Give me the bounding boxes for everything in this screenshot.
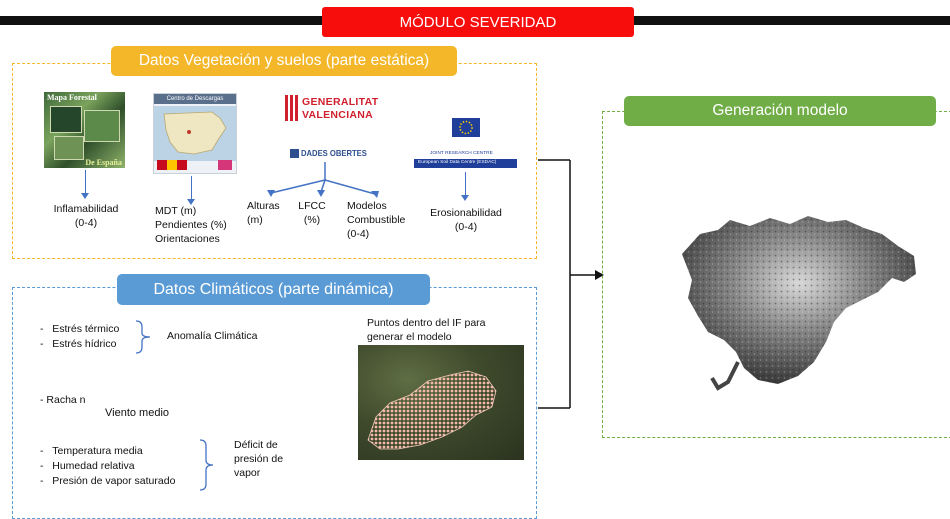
centro-descargas-logo-right <box>218 160 232 170</box>
bullet-presion-vapor: - Presión de vapor saturado <box>40 475 176 487</box>
mapa-forestal-photo-2 <box>84 110 120 142</box>
bullet-racha: - Racha n <box>40 394 86 406</box>
fire-points-satellite-image <box>358 345 524 460</box>
bullet-temperatura-media: - Temperatura media <box>40 445 143 457</box>
result-anomalia-climatica: Anomalía Climática <box>167 330 258 342</box>
result-viento-medio: Viento medio <box>105 407 170 419</box>
module-title: MÓDULO SEVERIDAD <box>322 7 634 37</box>
dades-obertes-label: DADES OBERTES <box>301 148 367 158</box>
arrow-to-mdt <box>187 176 195 205</box>
label-erosionabilidad-l1: Erosionabilidad <box>430 207 502 219</box>
label-inflamabilidad-l2: (0-4) <box>74 217 98 229</box>
jrc-logo: JOINT RESEARCH CENTRE European Soil Data… <box>414 113 517 171</box>
jrc-text2: European Soil Data Centre (ESDAC) <box>418 160 497 165</box>
label-alturas-l2: (m) <box>247 214 263 226</box>
dades-branch-arrows <box>267 162 379 198</box>
label-modelos-l1: Modelos <box>347 200 387 212</box>
label-lfcc-l2: (%) <box>303 214 321 226</box>
centro-descargas-thumbnail: Centro de Descargas <box>153 93 237 174</box>
mapa-forestal-thumbnail: Mapa Forestal De España <box>44 92 125 168</box>
label-modelos: Modelos Combustible (0-4) <box>347 199 405 241</box>
label-lfcc: LFCC (%) <box>298 199 326 227</box>
mapa-forestal-photo-3 <box>54 136 84 160</box>
mapa-forestal-photo-1 <box>50 106 82 133</box>
bullet-humedad-relativa: - Humedad relativa <box>40 460 135 472</box>
label-mdt-l3: Orientaciones <box>155 233 220 245</box>
brace-group3 <box>199 439 214 491</box>
dades-obertes-icon <box>290 149 299 158</box>
label-modelos-l3: (0-4) <box>347 228 370 240</box>
mapa-forestal-title: Mapa Forestal <box>47 93 97 102</box>
bullet-estres-hidrico: - Estrés hídrico <box>40 338 117 350</box>
header-bar-left <box>0 16 322 25</box>
jrc-text1: JOINT RESEARCH CENTRE <box>430 151 493 156</box>
header-bar-right <box>634 16 950 25</box>
points-caption-l2: generar el modelo <box>367 331 452 343</box>
label-alturas-l1: Alturas <box>247 200 280 212</box>
label-inflamabilidad: Inflamabilidad (0-4) <box>48 202 124 230</box>
label-mdt-l1: MDT (m) <box>155 205 197 217</box>
centro-descargas-header: Centro de Descargas <box>154 94 236 104</box>
arrow-to-inflamabilidad <box>81 170 89 199</box>
eu-stars-icon <box>459 120 473 135</box>
generalitat-line2: VALENCIANA <box>302 109 374 121</box>
brace-group1 <box>135 320 151 354</box>
eu-flag-icon <box>452 118 480 137</box>
bullet-presion-vapor-text: Presión de vapor saturado <box>52 475 176 487</box>
points-caption: Puntos dentro del IF para generar el mod… <box>367 316 486 344</box>
label-mdt-l2: Pendientes (%) <box>155 219 227 231</box>
result-deficit-l2: presión de <box>234 453 284 465</box>
label-inflamabilidad-l1: Inflamabilidad <box>53 203 119 215</box>
dynamic-data-title: Datos Climáticos (parte dinámica) <box>117 274 430 305</box>
label-lfcc-l1: LFCC <box>298 200 326 212</box>
fire-points-overlay <box>367 370 497 450</box>
bullet-estres-hidrico-text: Estrés hídrico <box>52 338 117 350</box>
mapa-forestal-subtitle: De España <box>85 158 122 167</box>
connector-lines <box>538 159 604 409</box>
label-erosionabilidad: Erosionabilidad (0-4) <box>425 206 507 234</box>
static-data-title: Datos Vegetación y suelos (parte estátic… <box>111 46 457 76</box>
label-mdt: MDT (m) Pendientes (%) Orientaciones <box>155 204 227 246</box>
centro-descargas-logos <box>157 160 187 170</box>
label-erosionabilidad-l2: (0-4) <box>454 221 478 233</box>
arrow-to-erosionabilidad <box>461 172 469 201</box>
result-deficit-presion: Déficit de presión de vapor <box>234 438 283 480</box>
jrc-banner <box>414 159 517 168</box>
label-alturas: Alturas (m) <box>247 199 280 227</box>
bullet-estres-termico: - Estrés térmico <box>40 323 120 335</box>
generalitat-logo-icon <box>285 95 298 121</box>
label-modelos-l2: Combustible <box>347 214 406 226</box>
bullet-temperatura-media-text: Temperatura media <box>52 445 143 457</box>
bullet-humedad-relativa-text: Humedad relativa <box>52 460 135 472</box>
model-title: Generación modelo <box>624 96 936 126</box>
generalitat-line1: GENERALITAT <box>302 96 379 108</box>
spain-map-icon <box>154 106 236 161</box>
bullet-estres-termico-text: Estrés térmico <box>52 323 120 335</box>
severity-model-map <box>682 216 916 391</box>
result-deficit-l1: Déficit de <box>234 439 278 451</box>
points-caption-l1: Puntos dentro del IF para <box>367 317 486 329</box>
result-deficit-l3: vapor <box>234 467 261 479</box>
